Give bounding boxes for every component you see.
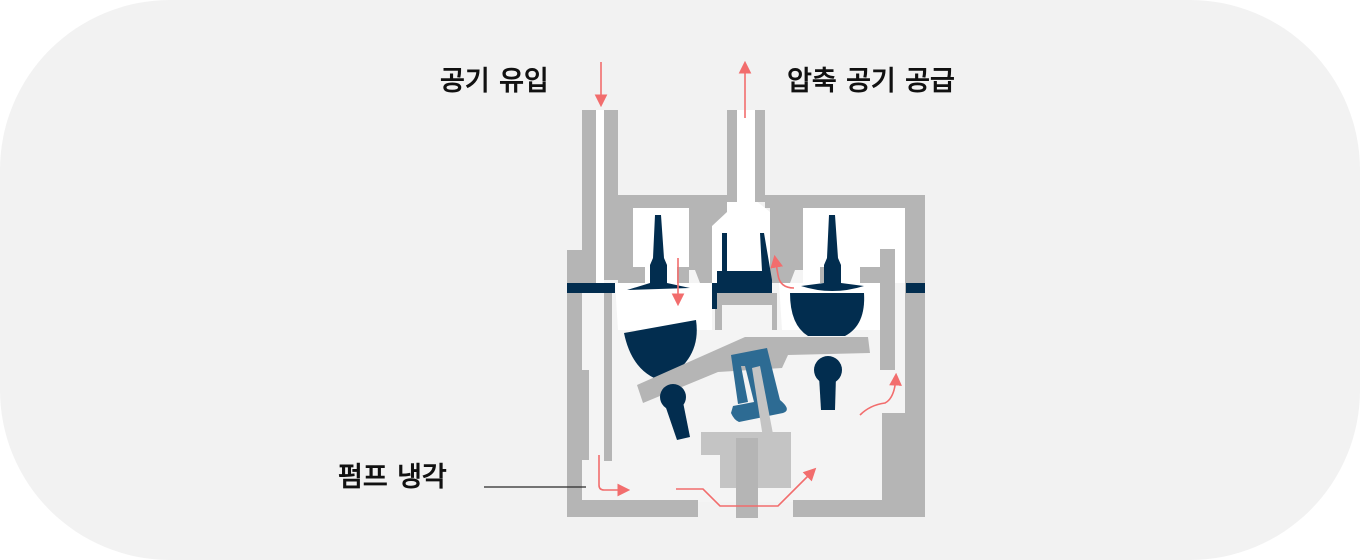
right-piston bbox=[790, 293, 865, 336]
pump-housing bbox=[567, 110, 925, 517]
cooling-in-arrow bbox=[598, 455, 631, 497]
valve-assembly bbox=[567, 215, 925, 309]
exhaust-arrow bbox=[770, 254, 795, 289]
left-piston bbox=[624, 320, 697, 381]
pump-cooling-label: 펌프 냉각 bbox=[338, 462, 447, 493]
piston-rods bbox=[660, 356, 842, 440]
connecting-rod bbox=[637, 337, 870, 403]
valve-cavity bbox=[722, 305, 772, 330]
cooling-up-arrow bbox=[859, 372, 902, 416]
compressed-air-supply-label: 압축 공기 공급 bbox=[787, 66, 955, 97]
cooling-flow-arrow bbox=[676, 467, 817, 507]
airflow-arrows bbox=[594, 60, 902, 507]
air-inlet-label: 공기 유입 bbox=[440, 66, 549, 97]
crank-base bbox=[701, 432, 791, 518]
crank-arm bbox=[752, 366, 778, 463]
